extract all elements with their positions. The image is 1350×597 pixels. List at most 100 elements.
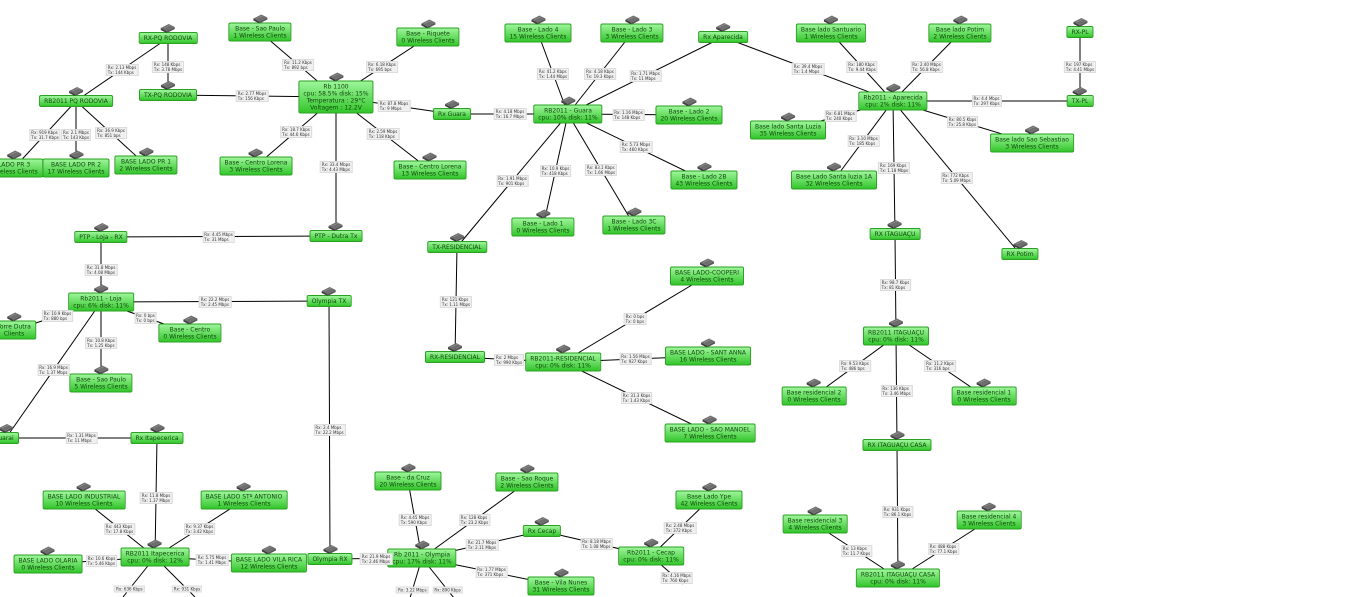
node-rb2011-pq-rodovia[interactable]: RB2011 PQ RODOVIA [39, 87, 113, 107]
node-ptp-loja-rx[interactable]: PTP - Loja - RX [74, 223, 128, 243]
node-rx-guarai[interactable]: uarai [0, 424, 19, 444]
node-tx-pl[interactable]: TX-PL [1066, 87, 1094, 107]
node-title: Rb 2011 - Olympia [393, 551, 451, 559]
node-rx-itaguacu[interactable]: RX ITAGUAÇU [869, 220, 921, 240]
rx-rate: Rx: 6.18 Kbps [368, 62, 396, 67]
node-subtitle: 20 Wireless Clients [379, 481, 437, 489]
node-subtitle: 1 Wireless Clients [804, 33, 858, 41]
tx-rate: Tx: 185 Kbps [849, 140, 876, 146]
router-icon [952, 15, 968, 26]
node-rx-cecap[interactable]: Rx Cecap [522, 517, 562, 537]
tx-rate: Tx: 4.41 Mbps [1065, 66, 1095, 72]
rx-rate: Rx: 1.71 Mbps [631, 70, 660, 76]
node-olympia-rx[interactable]: Olympia RX [307, 545, 353, 565]
node-title: BASE LADO - SANT ANNA [670, 349, 746, 357]
tx-rate: Tx: 901 Kbps [498, 180, 525, 186]
node-subtitle: cpu: 0% disk: 11% [623, 556, 679, 564]
router-icon [147, 539, 163, 550]
node-ptp-dutra-tx[interactable]: PTP - Dutra Tx [309, 222, 363, 242]
node-title: RB2011 - Guara [544, 107, 592, 115]
node-olympia-tx[interactable]: Olympia TX [306, 287, 352, 307]
router-icon [976, 378, 992, 389]
node-rx-aparecida[interactable]: Rx Aparecida [698, 23, 748, 43]
rx-rate: Rx: 636 Kbps [116, 586, 143, 592]
node-rx-itapecerica[interactable]: Rx Itapecerica [130, 424, 184, 444]
node-rx-guara[interactable]: Rx Guara [433, 100, 471, 120]
router-icon [6, 312, 22, 323]
tx-rate: Tx: 31.7 Kbps [31, 134, 59, 140]
node-rx-itaguacu-casa[interactable]: RX ITAGUAÇU CASA [862, 431, 932, 451]
node-tx-pq-rodovia[interactable]: TX-PQ RODOVIA [139, 81, 197, 101]
node-title: LADO PR 3 [0, 161, 31, 169]
rx-rate: Rx: 33.4 Mbps [321, 161, 351, 167]
tx-rate: Tx: 851 bps [97, 133, 121, 138]
node-subtitle: cpu: 0% disk: 11% [535, 362, 591, 370]
link-rate-label: Rx: 3.22 Mbps [396, 586, 429, 594]
node-subtitle: 10 Wireless Clients [55, 500, 113, 508]
node-tx-residencial[interactable]: TX-RESIDENCIAL [427, 233, 487, 253]
router-icon [555, 344, 571, 355]
tx-rate: Tx: 880 bps [43, 316, 68, 321]
node-rx-pl[interactable]: RX-PL [1066, 18, 1094, 38]
node-subtitle: Clients [3, 330, 25, 338]
tx-rate: Tx: 760 Kbps [662, 578, 689, 584]
router-icon [449, 232, 465, 243]
rx-rate: Rx: 13 Kbps [842, 546, 867, 551]
node-rx-residencial[interactable]: RX-RESIDENCIAL [425, 343, 485, 363]
node-rx-pq-rodovia[interactable]: RX-PQ RODOVIA [138, 24, 198, 44]
node-rx-potim[interactable]: RX Potim [1001, 240, 1039, 260]
